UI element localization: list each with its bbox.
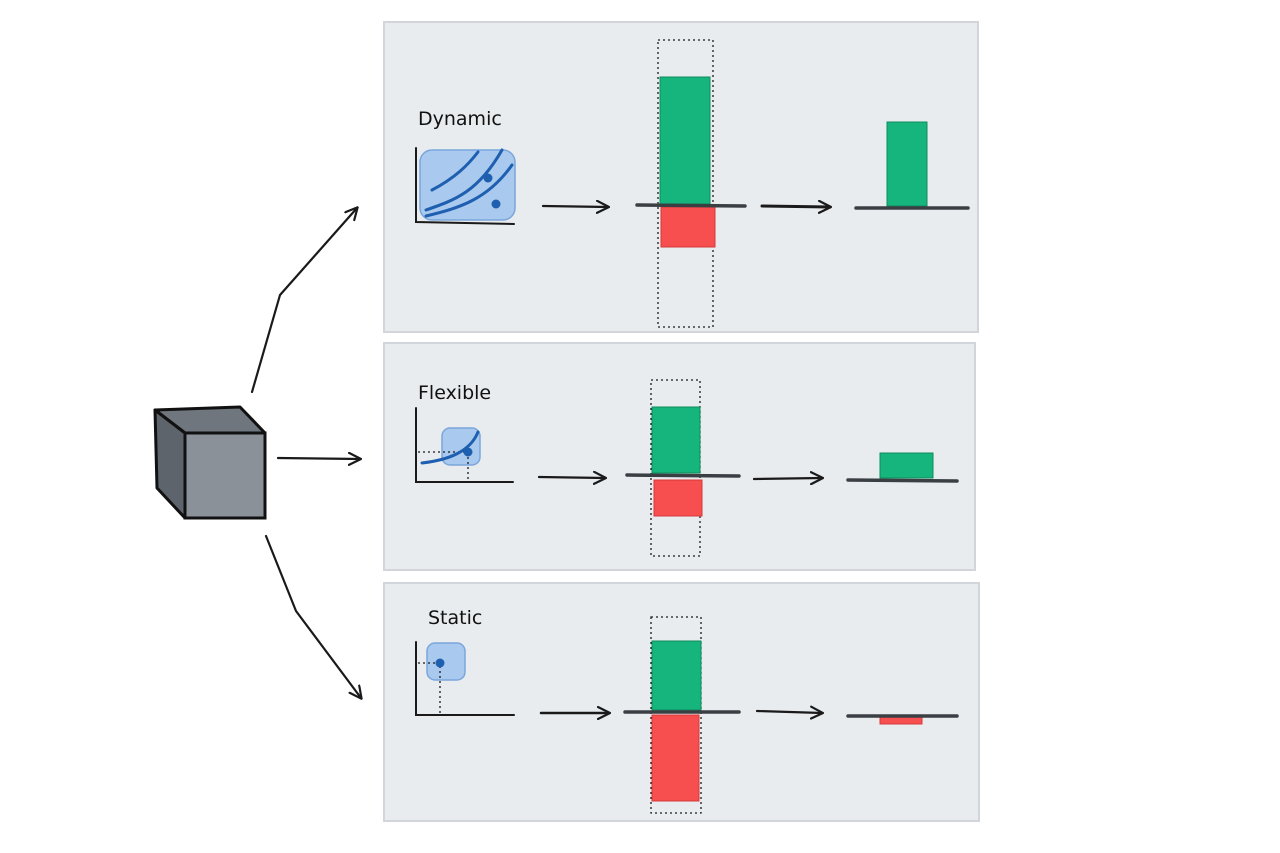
gain-bar [659, 76, 711, 205]
curve-single-point-icon [415, 407, 514, 483]
loss-bar [653, 479, 703, 517]
gain-bar [651, 406, 701, 474]
arrow-to-result [755, 711, 822, 713]
baseline [635, 203, 747, 208]
net-bar [886, 121, 928, 207]
dashed-outline [650, 616, 702, 814]
arrow-to-bars [541, 206, 608, 207]
loss-bar [651, 714, 700, 802]
result-baseline [846, 478, 959, 483]
cube-icon [153, 405, 267, 520]
panel-flexible: Flexible [383, 342, 976, 571]
arrow-to-dynamic [250, 208, 357, 394]
single-point-icon [415, 641, 515, 716]
arrow-to-bars [537, 477, 605, 478]
panel-static: Static [383, 582, 980, 822]
panel-label: Dynamic [418, 108, 502, 130]
panel-label: Flexible [418, 382, 491, 404]
net-bar [879, 452, 934, 479]
baseline [625, 473, 741, 478]
curve-family-icon [415, 147, 516, 225]
panel-dynamic: Dynamic [383, 21, 979, 333]
arrow-to-static [264, 534, 361, 698]
arrow-to-flexible [276, 458, 360, 459]
gain-bar [651, 640, 702, 711]
panel-label: Static [428, 607, 482, 629]
arrow-to-result [760, 206, 830, 207]
loss-bar [660, 206, 716, 248]
branch-arrows [250, 208, 361, 698]
dashed-outline [657, 39, 714, 328]
arrow-to-result [752, 478, 822, 479]
